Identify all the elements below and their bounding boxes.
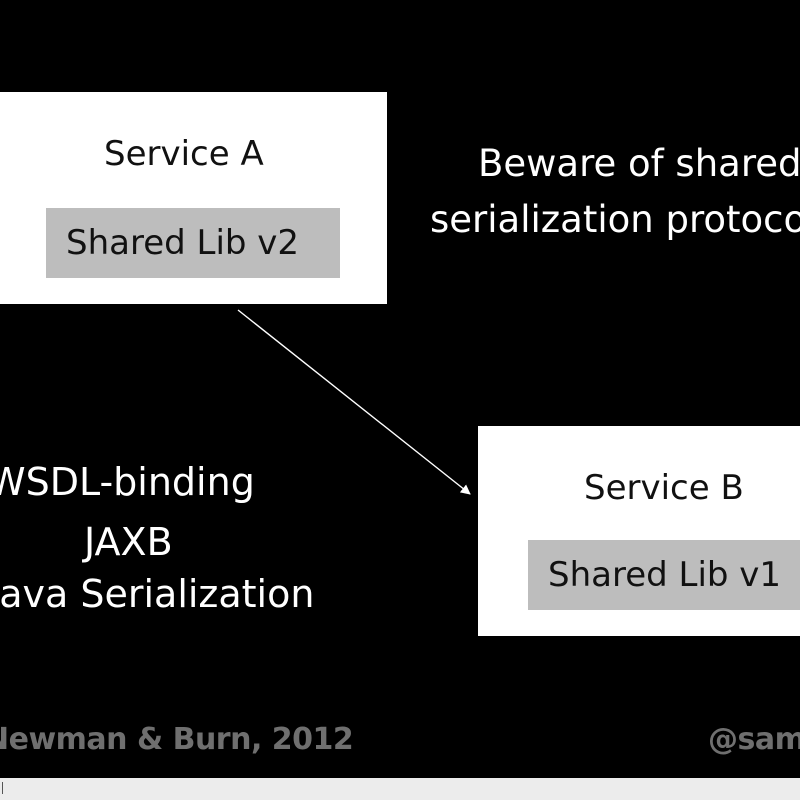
- arrow-line: [237, 309, 471, 495]
- service-b-box: Service B Shared Lib v1: [478, 426, 800, 636]
- footer-credit: Newman & Burn, 2012: [0, 722, 354, 757]
- service-a-label: Service A: [104, 134, 264, 174]
- bottom-strip: [0, 778, 800, 800]
- footer-handle: @samnewman: [708, 722, 800, 757]
- service-b-label: Service B: [584, 468, 744, 508]
- heading-line-2: serialization protocols: [430, 198, 800, 241]
- arrow-connector: [237, 309, 471, 495]
- service-a-box: Service A Shared Lib v2: [0, 92, 387, 304]
- technique-java-serialization: Java Serialization: [0, 572, 315, 616]
- slide: Service A Shared Lib v2 Beware of shared…: [0, 92, 800, 757]
- technique-jaxb: JAXB: [84, 520, 173, 564]
- heading-line-1: Beware of shared: [478, 142, 800, 185]
- service-b-shared-lib: Shared Lib v1: [528, 540, 800, 610]
- technique-wsdl-binding: WSDL-binding: [0, 460, 255, 504]
- service-a-shared-lib: Shared Lib v2: [46, 208, 340, 278]
- text-cursor-icon: [2, 782, 11, 794]
